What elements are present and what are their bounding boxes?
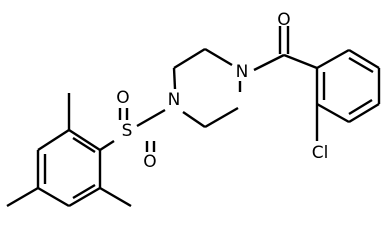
bond-ar-inner-1 [348, 56, 374, 74]
bonds [6, 26, 381, 208]
bond-ar-inner-2 [348, 98, 373, 116]
bond-pip-3 [172, 67, 177, 90]
bond-pip-5 [204, 106, 239, 129]
bond-methyl-left [6, 186, 39, 208]
atom-cl: Cl [312, 143, 329, 163]
bond-mes-1 [68, 128, 101, 152]
bond-carbonyl-n [253, 53, 285, 72]
bond-mes-5 [68, 186, 101, 208]
bond-pip-1 [204, 47, 233, 67]
bond-mes-2 [37, 128, 70, 152]
bond-mes-inner-3 [72, 183, 96, 200]
atom-o-sulfonyl-bottom: O [143, 152, 156, 172]
bond-pip-2 [173, 47, 206, 70]
atom-o-sulfonyl-top: O [116, 88, 129, 108]
bond-mes-inner-1 [72, 136, 96, 154]
atom-n-right: N [236, 62, 249, 82]
bond-ar-2 [348, 48, 380, 70]
structure-canvas: O N N S O O Cl [6, 10, 381, 208]
molecule-structure: O N N S O O Cl [6, 10, 381, 208]
atom-s: S [122, 121, 133, 141]
bond-s-mesityl [99, 139, 115, 152]
atom-n-left: N [168, 90, 181, 110]
bond-ar-5 [316, 102, 350, 124]
bond-methyl-right [99, 186, 132, 208]
bond-pip-4 [182, 111, 206, 128]
atom-o-carbonyl: O [277, 10, 290, 30]
bond-n-s [136, 108, 166, 128]
bond-carbonyl-aryl [283, 53, 318, 70]
bond-mes-4 [37, 186, 70, 208]
atom-labels: O N N S O O Cl [116, 10, 328, 172]
bond-ar-4 [348, 102, 380, 124]
bond-ar-1 [316, 48, 350, 70]
